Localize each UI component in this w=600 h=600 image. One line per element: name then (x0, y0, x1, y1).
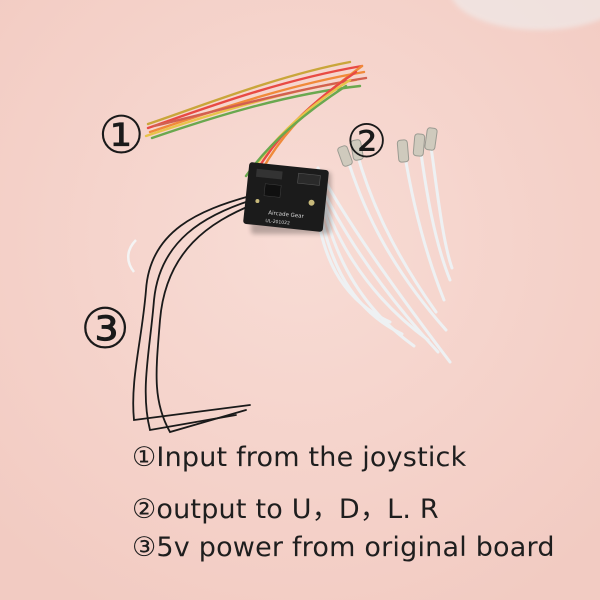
caption-power: ③5v power from original board (132, 532, 555, 563)
controller-board: Aircade Gear UL-201022 (243, 162, 331, 234)
label-marker-3: ③ (80, 297, 131, 362)
white-wire-stub (127, 239, 137, 273)
label-marker-1: ① (98, 106, 145, 166)
board-model: UL-201022 (265, 218, 290, 227)
blurred-object (452, 0, 600, 30)
direction-output-wires (314, 138, 454, 364)
wire-terminals (337, 127, 438, 167)
caption-output: ②output to U，D，L. R (132, 494, 439, 525)
joystick-input-wires (144, 60, 368, 178)
label-marker-2: ② (346, 114, 388, 168)
power-wires (132, 195, 255, 434)
caption-input: ①Input from the joystick (132, 442, 467, 473)
board-label: Aircade Gear (268, 210, 305, 220)
